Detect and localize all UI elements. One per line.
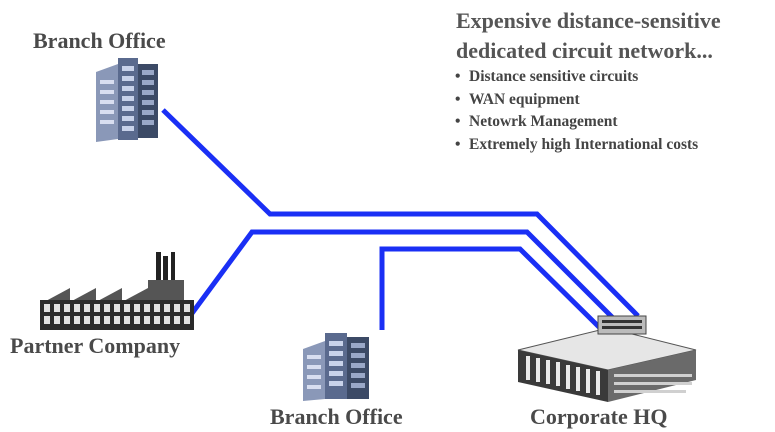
heading-line-1: Expensive distance-sensitive xyxy=(456,8,721,33)
bullet-dot-icon: • xyxy=(455,135,461,153)
cost-bullet-list: • Distance sensitive circuits • WAN equipm… xyxy=(455,66,698,156)
corporate-campus-icon xyxy=(517,315,697,402)
factory-icon xyxy=(40,252,194,330)
bullet-item: • Extremely high International costs xyxy=(455,134,698,157)
branch-office-bottom-label: Branch Office xyxy=(270,404,403,429)
circuit-partner-to-hq xyxy=(187,229,619,324)
heading-line-2: dedicated circuit network... xyxy=(456,38,713,63)
circuit-branch-top-to-hq xyxy=(161,108,640,318)
bullet-dot-icon: • xyxy=(455,90,461,108)
bullet-item: • Distance sensitive circuits xyxy=(455,66,698,89)
bullet-item: • Netowrk Management xyxy=(455,111,698,134)
circuit-lines xyxy=(161,108,640,330)
bullet-text: Distance sensitive circuits xyxy=(469,68,639,85)
branch-office-top-label: Branch Office xyxy=(33,28,166,53)
bullet-dot-icon: • xyxy=(455,68,461,85)
circuit-branch-bottom-to-hq xyxy=(379,246,602,330)
office-building-icon xyxy=(96,58,158,142)
bullet-text: Netowrk Management xyxy=(469,113,618,130)
bullet-text: Extremely high International costs xyxy=(469,135,699,153)
bullet-text: WAN equipment xyxy=(469,90,580,108)
bullet-item: • WAN equipment xyxy=(455,89,698,112)
office-building-icon xyxy=(303,333,369,401)
partner-company-label: Partner Company xyxy=(10,333,181,358)
corporate-hq-label: Corporate HQ xyxy=(530,404,668,429)
bullet-dot-icon: • xyxy=(455,113,461,130)
